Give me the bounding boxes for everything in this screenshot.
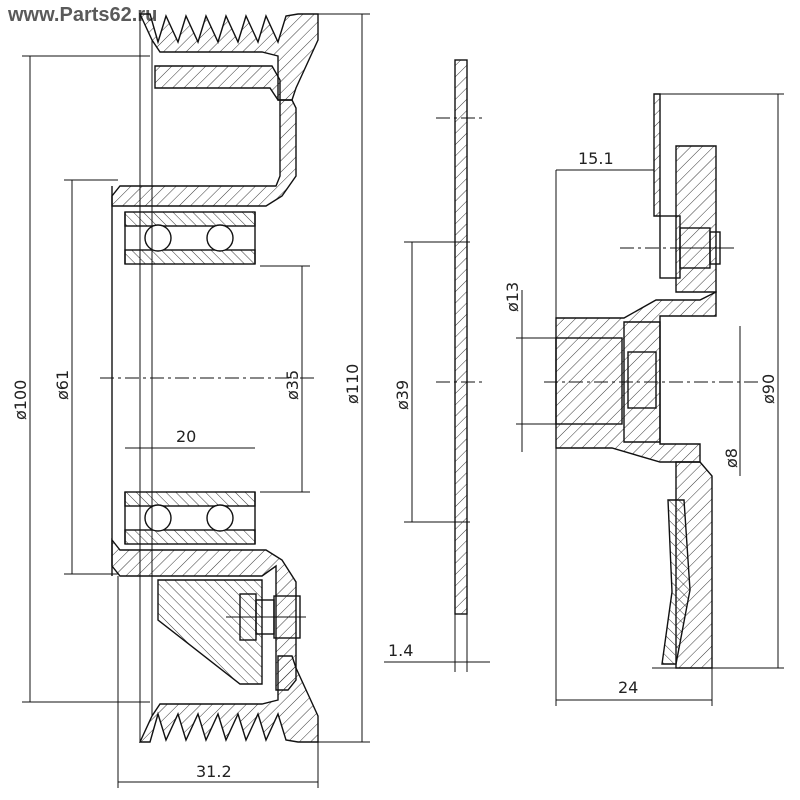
dim-d39: ø39: [393, 380, 412, 410]
hub-nut: [623, 321, 661, 443]
pulley-hub-top: [111, 65, 297, 207]
dim-d8: ø8: [722, 448, 741, 468]
pulley-rim-bottom: [138, 655, 319, 743]
armature-disk-top-2: [675, 145, 717, 293]
dim-w31-2: 31.2: [196, 762, 232, 781]
bearing-top-inner: [124, 249, 256, 265]
bearing-ball: [206, 224, 234, 252]
bearing-top-outer: [124, 211, 256, 227]
site-watermark: www.Parts62.ru: [8, 4, 158, 26]
armature-plate: [544, 93, 760, 669]
dim-d13: ø13: [503, 282, 522, 312]
dim-w15-1: 15.1: [578, 149, 614, 168]
bearing-ball: [144, 224, 172, 252]
armature-disk-top: [653, 93, 661, 217]
bearing-ball: [144, 504, 172, 532]
pulley-rim-top: [138, 13, 319, 101]
shim-plate: [384, 59, 490, 672]
pulley-section: [100, 13, 319, 743]
dim-d100: ø100: [11, 380, 30, 420]
dim-d90: ø90: [759, 374, 778, 404]
dim-t1-4: 1.4: [388, 641, 413, 660]
dim-d110: ø110: [343, 364, 362, 404]
bearing-ball: [206, 504, 234, 532]
hub-nut-inner: [627, 351, 657, 409]
dim-w20: 20: [176, 427, 196, 446]
dim-lines-right: [516, 93, 784, 706]
armature-spring: [661, 499, 691, 665]
dim-lines-left: [22, 13, 370, 788]
armature-hub: [555, 290, 717, 463]
armature-wedge: [157, 579, 263, 685]
bearing-bottom-outer: [124, 491, 256, 507]
bearing-bottom-inner: [124, 529, 256, 545]
dim-d61: ø61: [53, 370, 72, 400]
shim-plate-section: [454, 59, 468, 615]
dim-d35: ø35: [283, 370, 302, 400]
dim-w24: 24: [618, 678, 638, 697]
